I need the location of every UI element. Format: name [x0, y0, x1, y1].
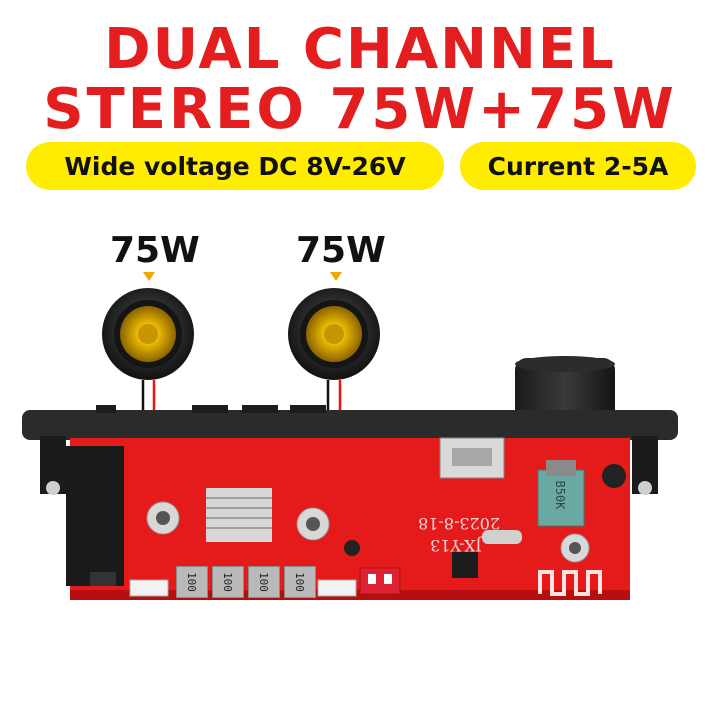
resistor-marking: 100: [176, 566, 208, 598]
right-speaker-power-label: 75W: [296, 230, 386, 271]
antenna-trace: [538, 570, 602, 596]
voltage-spec-badge: Wide voltage DC 8V-26V: [26, 142, 444, 190]
potentiometer-label: B50K: [553, 480, 567, 510]
right-pointer-icon: [330, 272, 342, 281]
potentiometer: [537, 469, 585, 527]
front-panel: [22, 410, 678, 440]
silkscreen-model: JX-Y13: [430, 536, 482, 555]
crystal: [482, 530, 522, 544]
right-speaker-terminal: [317, 579, 357, 597]
headline-line-1: DUAL CHANNEL: [104, 17, 616, 82]
silkscreen-date: 2023-8-18: [418, 514, 501, 533]
power-terminal: [359, 567, 401, 595]
resistor-marking: 100: [212, 566, 244, 598]
resistor-marking: 100: [248, 566, 280, 598]
chip: [452, 552, 478, 578]
aux-jack: [66, 446, 124, 586]
headline-line-2: STEREO 75W+75W: [43, 77, 677, 142]
left-speaker-power-label: 75W: [110, 230, 200, 271]
heatsink: [206, 488, 272, 542]
capacitor: [602, 464, 626, 488]
right-speaker-icon: [288, 288, 380, 380]
current-spec-badge: Current 2-5A: [460, 142, 696, 190]
left-speaker-icon: [102, 288, 194, 380]
left-pointer-icon: [143, 272, 155, 281]
left-speaker-terminal: [129, 579, 169, 597]
resistor-marking: 100: [284, 566, 316, 598]
